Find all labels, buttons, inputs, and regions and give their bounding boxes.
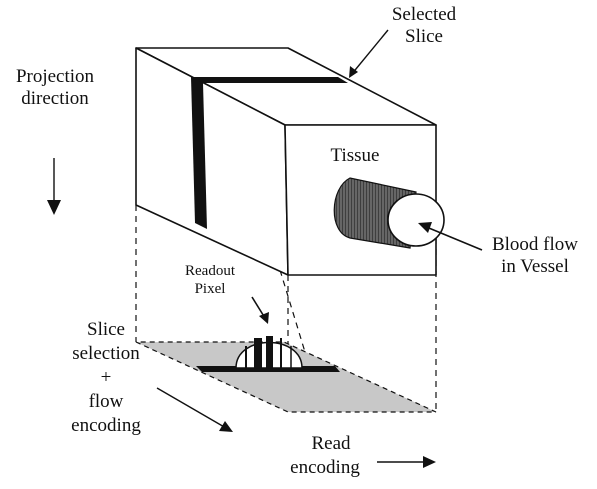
slice-selection-arrow	[156, 387, 227, 429]
blood-vessel	[333, 177, 445, 249]
read-encoding-label: Read encoding	[290, 433, 360, 478]
projected-slice-line	[196, 366, 340, 372]
tissue-block	[135, 47, 437, 276]
selected-slice-arrow	[350, 29, 389, 76]
selected-slice	[191, 77, 348, 229]
blood-flow-arrow	[423, 225, 483, 251]
tissue-label: Tissue	[330, 145, 380, 166]
readout-pixel-dome	[235, 336, 303, 369]
blood-flow-label: Blood flow in Vessel	[491, 234, 579, 277]
vessel-opening	[387, 193, 445, 247]
projection-direction-label: Projection direction	[15, 66, 95, 109]
slice-selection-label: Slice selection + flow encoding	[71, 319, 141, 436]
projection-plane	[135, 341, 437, 413]
selected-slice-label: Selected Slice	[391, 4, 457, 47]
readout-pixel-label: Readout Pixel	[185, 263, 235, 297]
annotation-arrows	[47, 29, 483, 468]
